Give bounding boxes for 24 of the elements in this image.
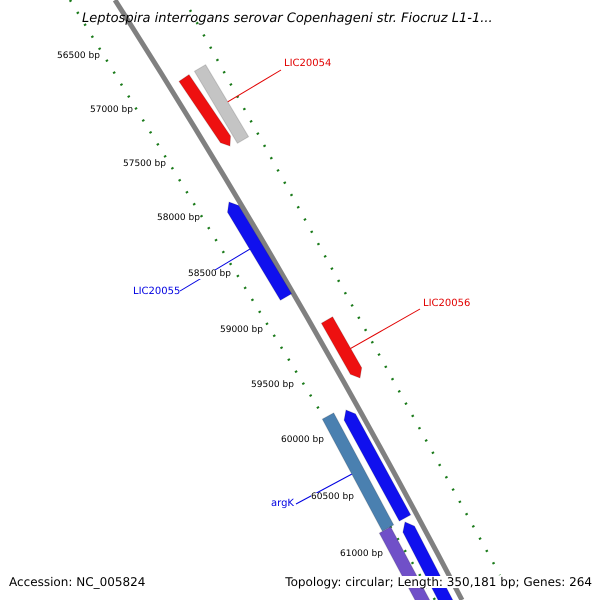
tick-label: 60000 bp (281, 436, 324, 445)
tick-label: 57000 bp (90, 106, 133, 115)
gene-feature (344, 409, 412, 522)
tick-label: 58500 bp (188, 270, 231, 279)
leader-line (227, 70, 282, 102)
gene-label: argK (271, 499, 294, 509)
gene-feature (178, 74, 231, 147)
gene-label: LIC20054 (284, 59, 332, 69)
map-title: Leptospira interrogans serovar Copenhageni str. Fiocruz L1-1... (82, 12, 493, 25)
leader-line (296, 474, 352, 504)
tick-label: 56500 bp (57, 52, 100, 61)
gene-feature (194, 64, 250, 144)
tick-label: 60500 bp (311, 493, 354, 502)
tick-label: 59000 bp (220, 326, 263, 335)
tick-label: 59500 bp (251, 381, 294, 390)
gene-feature (320, 316, 362, 379)
accession-text: Accession: NC_005824 (9, 576, 146, 588)
tick-label: 57500 bp (123, 160, 166, 169)
tick-label: 61000 bp (340, 550, 383, 559)
tick-label: 58000 bp (157, 214, 200, 223)
leader-line (350, 308, 420, 349)
gene-label: LIC20056 (423, 299, 470, 309)
summary-text: Topology: circular; Length: 350,181 bp; Genes: 264 (285, 576, 592, 588)
gene-label: LIC20055 (133, 287, 180, 297)
